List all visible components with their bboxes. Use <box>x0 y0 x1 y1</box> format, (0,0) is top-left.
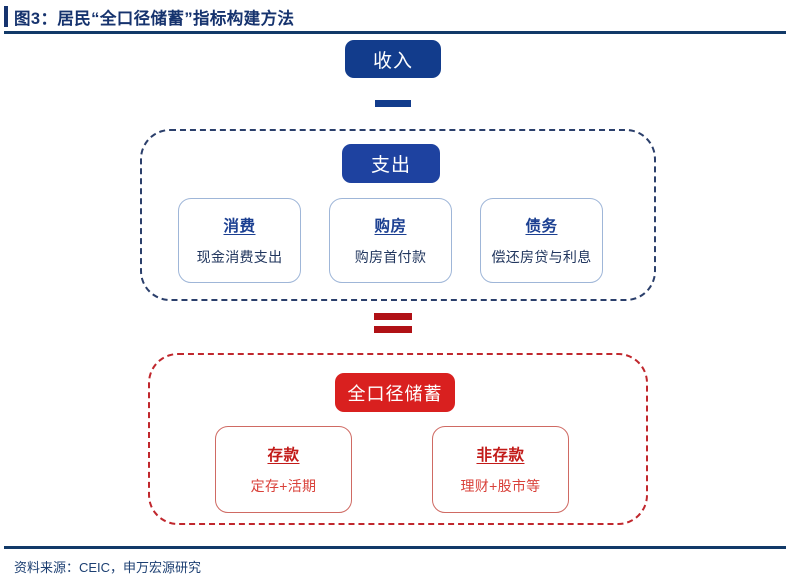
card-housing-subtitle: 购房首付款 <box>354 249 427 265</box>
card-consumption: 消费 现金消费支出 <box>178 198 301 283</box>
node-expenditure: 支出 <box>342 144 440 183</box>
equals-bar-top <box>374 313 412 320</box>
card-deposit: 存款 定存+活期 <box>215 426 352 513</box>
equals-bar-bottom <box>374 326 412 333</box>
card-housing: 购房 购房首付款 <box>329 198 452 283</box>
card-non-deposit-title: 非存款 <box>476 447 525 464</box>
card-debt-title: 债务 <box>525 218 558 235</box>
group-savings <box>148 353 648 525</box>
card-debt-subtitle: 偿还房贷与利息 <box>491 249 592 265</box>
header-divider <box>4 31 786 34</box>
source-note: 资料来源：CEIC，申万宏源研究 <box>14 560 202 575</box>
card-non-deposit: 非存款 理财+股市等 <box>432 426 569 513</box>
page-title: 图3：居民“全口径储蓄”指标构建方法 <box>14 10 295 28</box>
node-income-label: 收入 <box>372 50 413 72</box>
node-expenditure-label: 支出 <box>370 155 411 176</box>
card-debt: 债务 偿还房贷与利息 <box>480 198 603 283</box>
node-total-savings-label: 全口径储蓄 <box>347 383 443 404</box>
card-consumption-title: 消费 <box>223 218 256 235</box>
figure-header: 图3：居民“全口径储蓄”指标构建方法 <box>0 0 796 34</box>
title-accent-bar <box>4 6 8 27</box>
card-housing-title: 购房 <box>374 218 407 235</box>
card-consumption-subtitle: 现金消费支出 <box>196 249 283 265</box>
operator-minus-icon <box>375 100 411 107</box>
card-deposit-title: 存款 <box>267 447 300 464</box>
node-income: 收入 <box>345 40 441 78</box>
card-deposit-subtitle: 定存+活期 <box>250 478 317 494</box>
node-total-savings: 全口径储蓄 <box>335 373 455 412</box>
footer-divider <box>4 546 786 549</box>
operator-equals-icon <box>374 313 412 334</box>
card-non-deposit-subtitle: 理财+股市等 <box>460 478 541 494</box>
group-expenditure <box>140 129 656 301</box>
